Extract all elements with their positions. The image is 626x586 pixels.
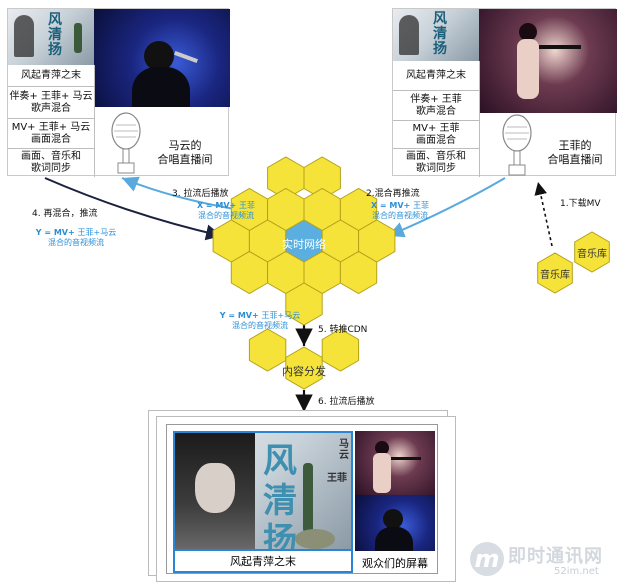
arrow-step1 <box>534 181 553 247</box>
right-live-room: 风清扬 风起青萍之末 伴奏+ 王菲 歌声混合 MV+ 王菲 画面混合 画面、音乐… <box>392 8 617 177</box>
watermark: m 即时通讯网 52im.net <box>470 540 620 584</box>
watermark-text: 即时通讯网 <box>508 546 603 567</box>
music-library-label-lower: 音乐库 <box>540 270 570 281</box>
right-song-title: 风起青萍之末 <box>393 61 479 91</box>
cdn-side-hex <box>321 328 360 372</box>
step1-label: 1.下载MV <box>560 199 601 209</box>
microphone-icon <box>502 114 532 176</box>
formula-y-center: Y = MV+ 王菲+马云混合的音视频流 <box>219 311 301 330</box>
audience-mv-poster: 风清扬 马云 王菲 <box>173 431 353 551</box>
left-row-sync: 画面、音乐和 歌词同步 <box>21 151 81 174</box>
poster-title: 风清扬 <box>48 12 62 58</box>
right-caption: 王菲的 合唱直播间 <box>547 139 603 166</box>
audience-singer-top <box>355 431 435 495</box>
left-singer-photo <box>94 9 230 107</box>
right-row-audio: 伴奏+ 王菲 歌声混合 <box>393 91 479 121</box>
formula-y-left: Y = MV+ 王菲+马云混合的音视频流 <box>35 228 117 247</box>
audience-screen-front: 风清扬 马云 王菲 风起青萍之末 观众们的屏幕 <box>166 424 438 574</box>
left-row-video: MV+ 王菲+ 马云 画面混合 <box>8 119 94 149</box>
formula-x-right: X = MV+ 王菲混合的音视频流 <box>370 201 430 220</box>
watermark-logo-icon: m <box>470 542 504 576</box>
step2-label: 2.混合再推流 <box>366 189 420 199</box>
network-hex <box>285 282 323 326</box>
audience-screen-label: 观众们的屏幕 <box>362 557 428 570</box>
left-mv-poster: 风清扬 <box>8 9 94 65</box>
music-library-hex <box>537 252 573 294</box>
step3-label: 3. 拉流后播放 <box>172 189 229 199</box>
microphone-icon <box>111 112 141 174</box>
right-row-sync: 画面、音乐和 歌词同步 <box>406 151 466 174</box>
music-library-hex <box>574 231 610 273</box>
cdn-label: 内容分发 <box>282 365 326 378</box>
arrow-step2 <box>387 177 506 238</box>
arrow-step4 <box>44 177 223 241</box>
watermark-url: 52im.net <box>554 566 599 577</box>
audience-poster-title: 风清扬 <box>263 441 297 551</box>
audience-song-title: 风起青萍之末 <box>173 551 353 573</box>
step4-label: 4. 再混合，推流 <box>32 209 98 219</box>
right-singer-photo <box>479 9 617 113</box>
cdn-side-hex <box>248 328 287 372</box>
audience-singer-bottom <box>355 495 435 551</box>
network-hex <box>339 250 378 295</box>
left-song-title: 风起青萍之末 <box>8 65 94 87</box>
music-library-label-upper: 音乐库 <box>577 249 607 260</box>
left-caption: 马云的 合唱直播间 <box>157 139 213 166</box>
left-row-audio: 伴奏+ 王菲+ 马云 歌声混合 <box>8 87 94 119</box>
step6-label: 6. 拉流后播放 <box>318 397 375 407</box>
arrow-step3 <box>121 176 241 211</box>
realtime-network-label: 实时网络 <box>282 238 326 251</box>
right-mv-poster: 风清扬 <box>393 9 479 61</box>
formula-x-left: X = MV+ 王菲混合的音视频流 <box>196 201 256 220</box>
right-row-video: MV+ 王菲 画面混合 <box>393 121 479 149</box>
step5-label: 5. 转推CDN <box>318 325 368 335</box>
left-live-room: 风清扬 风起青萍之末 伴奏+ 王菲+ 马云 歌声混合 MV+ 王菲+ 马云 画面… <box>7 8 230 177</box>
